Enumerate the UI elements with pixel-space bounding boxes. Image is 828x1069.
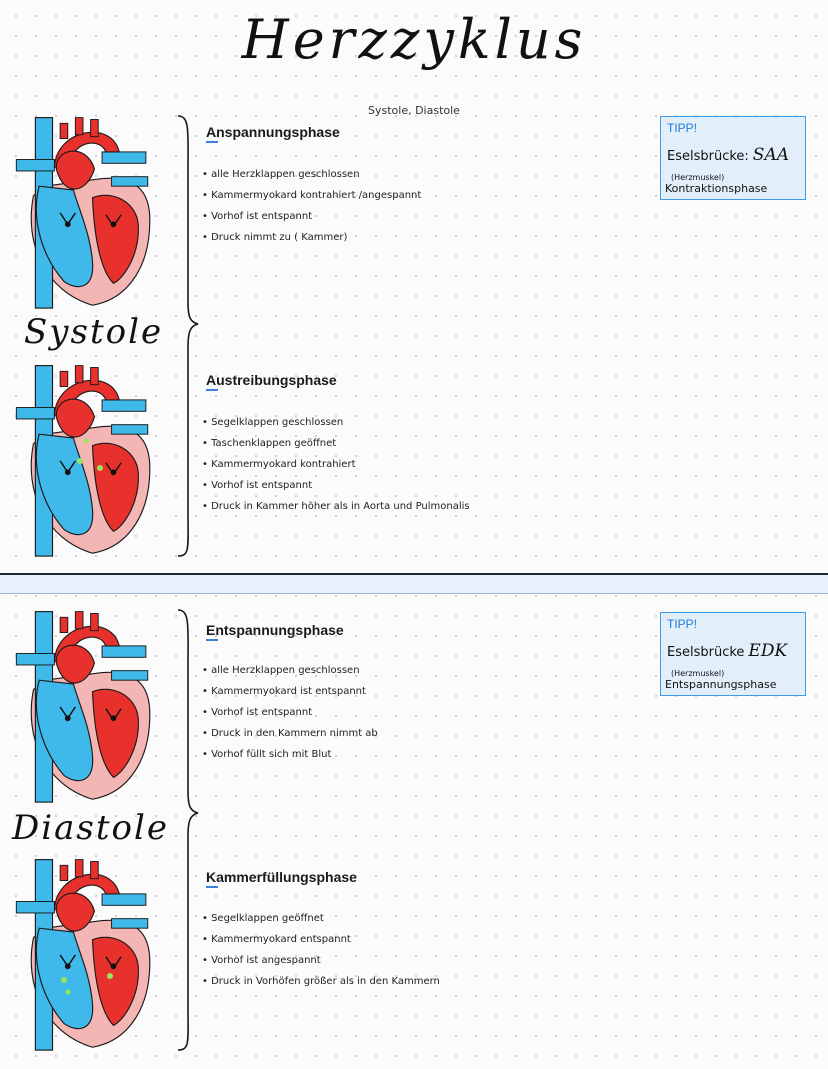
tip-text: Eselsbrücke: [667, 149, 749, 164]
list-item: Kammermyokard ist entspannt [202, 681, 532, 702]
diastole-label: Diastole [12, 808, 169, 848]
phase-heading-entspannung: Entspannungsphase [206, 622, 344, 641]
list-item: Segelklappen geöffnet [202, 908, 542, 929]
tip-small: (Herzmuskel) [671, 173, 725, 182]
phase-heading-austreibung: Austreibungsphase [206, 372, 337, 391]
heart-illustration-anspannung [6, 110, 160, 310]
phase-heading-anspannung: Anspannungsphase [206, 124, 340, 143]
list-item: Segelklappen geschlossen [202, 412, 542, 433]
list-item: alle Herzklappen geschlossen [202, 164, 532, 185]
tip-code: EDK [748, 641, 788, 661]
phase-list-entspannung: alle Herzklappen geschlossen Kammermyoka… [202, 660, 532, 765]
tip-note: Entspannungsphase [665, 678, 777, 691]
diastole-brace [177, 609, 199, 1051]
list-item: Vorhof ist angespannt [202, 950, 542, 971]
phase-heading-kammerfuellung: Kammerfüllungsphase [206, 869, 357, 888]
list-item: Kammermyokard kontrahiert [202, 454, 542, 475]
heart-illustration-kammerfuellung [6, 852, 160, 1052]
tip-note: Kontraktionsphase [665, 182, 768, 195]
tip-text: Eselsbrücke [667, 645, 745, 660]
list-item: Vorhof ist entspannt [202, 475, 542, 496]
list-item: Kammermyokard entspannt [202, 929, 542, 950]
heart-illustration-austreibung [6, 358, 160, 558]
page-subtitle: Systole, Diastole [368, 104, 460, 117]
list-item: alle Herzklappen geschlossen [202, 660, 532, 681]
list-item: Vorhof füllt sich mit Blut [202, 744, 532, 765]
tip-mnemonic: Eselsbrücke:SAA [667, 145, 789, 165]
phase-list-anspannung: alle Herzklappen geschlossen Kammermyoka… [202, 164, 532, 248]
list-item: Druck in Vorhöfen größer als in den Kamm… [202, 971, 542, 992]
list-item: Druck in den Kammern nimmt ab [202, 723, 532, 744]
tip-label: TIPP! [667, 617, 698, 631]
systole-brace [177, 115, 199, 557]
list-item: Taschenklappen geöffnet [202, 433, 542, 454]
phase-list-kammerfuellung: Segelklappen geöffnet Kammermyokard ents… [202, 908, 542, 992]
list-item: Druck in Kammer höher als in Aorta und P… [202, 496, 542, 517]
list-item: Vorhof ist entspannt [202, 702, 532, 723]
section-divider [0, 573, 828, 594]
heart-illustration-entspannung [6, 604, 160, 804]
systole-label: Systole [24, 312, 164, 352]
tip-label: TIPP! [667, 121, 698, 135]
list-item: Vorhof ist entspannt [202, 206, 532, 227]
list-item: Druck nimmt zu ( Kammer) [202, 227, 532, 248]
tip-code: SAA [752, 145, 789, 165]
tip-small: (Herzmuskel) [671, 669, 725, 678]
tip-box-systole: TIPP! Eselsbrücke:SAA (Herzmuskel) Kontr… [660, 116, 806, 200]
list-item: Kammermyokard kontrahiert /angespannt [202, 185, 532, 206]
phase-list-austreibung: Segelklappen geschlossen Taschenklappen … [202, 412, 542, 517]
page-title: Herzzyklus [241, 8, 587, 71]
